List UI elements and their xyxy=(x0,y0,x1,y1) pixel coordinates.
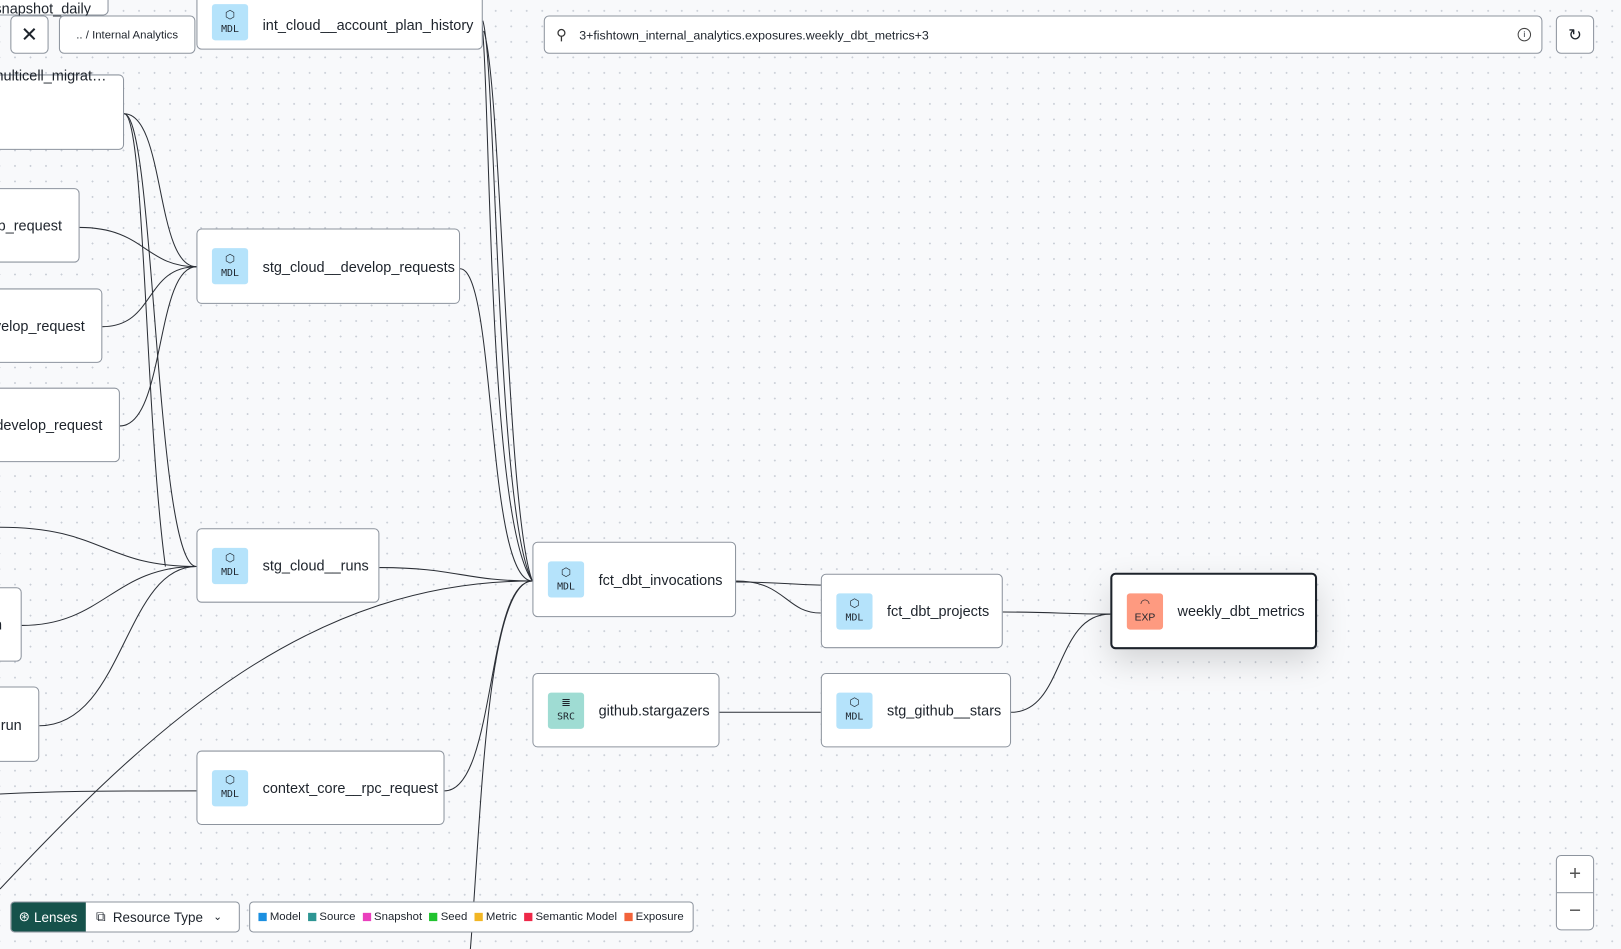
node-stg-cloud-runs[interactable]: ⬡MDL stg_cloud__runs xyxy=(196,528,380,603)
close-icon: ✕ xyxy=(20,23,39,47)
edge xyxy=(123,113,197,568)
edge xyxy=(0,580,533,890)
cube-icon: ⬡ xyxy=(849,597,860,610)
resource-type-legend: Model Source Snapshot Seed Metric Semantic Mo… xyxy=(249,901,694,933)
node-github-stargazers[interactable]: ≣SRC github.stargazers xyxy=(532,673,720,748)
exposure-badge: ◠EXP xyxy=(1126,592,1164,630)
model-badge: ⬡MDL xyxy=(211,547,249,584)
hierarchy-icon: ⧉ xyxy=(95,908,106,925)
info-icon[interactable]: i xyxy=(1517,27,1532,42)
model-badge: ⬡MDL xyxy=(211,769,249,806)
edge xyxy=(736,580,821,614)
model-badge: ⬡MDL xyxy=(836,692,873,729)
node-int-cloud-account-plan-history[interactable]: ⬡MDL int_cloud__account_plan_history xyxy=(196,0,483,50)
edge xyxy=(1011,613,1111,713)
node-develop-request-3[interactable]: .develop_request xyxy=(0,387,120,463)
legend-item: Seed xyxy=(429,911,467,923)
aperture-icon: ⊛ xyxy=(18,908,30,925)
legend-swatch xyxy=(258,912,267,922)
resource-type-dropdown[interactable]: ⧉Resource Type ⌄ xyxy=(95,908,222,925)
legend-label: Semantic Model xyxy=(535,910,618,924)
edge xyxy=(102,266,197,328)
breadcrumb[interactable]: .. / Internal Analytics xyxy=(58,15,196,54)
node-fct-dbt-invocations[interactable]: ⬡MDL fct_dbt_invocations xyxy=(532,541,737,618)
node-multicell-migration[interactable]: multicell_migrat… xyxy=(0,67,125,150)
zoom-out-button[interactable]: − xyxy=(1568,899,1582,923)
node-develop-request-1[interactable]: p_request xyxy=(0,188,80,263)
gauge-icon: ◠ xyxy=(1139,597,1150,610)
cube-icon: ⬡ xyxy=(561,566,571,579)
edge xyxy=(482,20,533,582)
node-run-2[interactable]: .run xyxy=(0,686,40,762)
refresh-button[interactable]: ↻ xyxy=(1555,15,1595,54)
legend-swatch xyxy=(474,912,483,922)
edge xyxy=(0,526,197,568)
cube-icon: ⬡ xyxy=(225,552,235,565)
legend-swatch xyxy=(308,912,317,922)
legend-item: Snapshot xyxy=(362,910,423,924)
database-icon: ≣ xyxy=(561,696,571,710)
edge xyxy=(1002,611,1111,615)
lenses-control: ⊛Lenses ⧉Resource Type ⌄ xyxy=(10,901,240,933)
legend-item: Model xyxy=(258,910,301,924)
legend-item: Source xyxy=(308,911,355,923)
legend-label: Source xyxy=(319,910,356,924)
edge xyxy=(124,113,197,268)
legend-swatch xyxy=(524,912,533,922)
node-snapshot-daily[interactable]: snapshot_daily xyxy=(0,0,109,17)
cube-icon: ⬡ xyxy=(849,696,860,710)
node-develop-request-2[interactable]: velop_request xyxy=(0,288,103,363)
node-run-1[interactable]: n xyxy=(0,587,22,662)
legend-label: Exposure xyxy=(635,910,684,924)
legend-item: Exposure xyxy=(624,910,684,924)
legend-swatch xyxy=(362,912,371,922)
edge xyxy=(119,266,197,427)
cube-icon: ⬡ xyxy=(225,8,235,22)
legend-label: Snapshot xyxy=(374,910,423,924)
edge xyxy=(444,580,533,792)
node-context-core-rpc-request[interactable]: ⬡MDL context_core__rpc_request xyxy=(196,750,445,825)
close-button[interactable]: ✕ xyxy=(10,15,49,54)
legend-item: Metric xyxy=(474,910,517,924)
node-stg-cloud-develop-requests[interactable]: ⬡MDL stg_cloud__develop_requests xyxy=(196,228,461,304)
refresh-icon: ↻ xyxy=(1568,26,1582,44)
model-badge: ⬡MDL xyxy=(836,592,873,630)
node-stg-github-stars[interactable]: ⬡MDL stg_github__stars xyxy=(820,673,1012,748)
legend-label: Model xyxy=(269,910,301,924)
edge xyxy=(21,566,197,626)
zoom-in-button[interactable]: + xyxy=(1556,856,1594,894)
model-badge: ⬡MDL xyxy=(211,4,249,41)
zoom-controls: + − xyxy=(1555,854,1595,931)
lenses-button[interactable]: ⊛Lenses xyxy=(11,902,86,932)
edge xyxy=(39,566,197,727)
legend-label: Metric xyxy=(485,910,517,924)
legend-label: Seed xyxy=(440,910,468,924)
search-input[interactable] xyxy=(577,26,1518,43)
edge xyxy=(379,567,533,582)
node-fct-dbt-projects[interactable]: ⬡MDL fct_dbt_projects xyxy=(820,573,1003,649)
legend-item: Semantic Model xyxy=(524,911,617,923)
legend-swatch xyxy=(429,912,438,922)
edge xyxy=(459,268,533,582)
edge xyxy=(480,15,533,582)
search-bar[interactable]: ⚲ i xyxy=(543,15,1543,54)
cube-icon: ⬡ xyxy=(225,252,235,266)
cube-icon: ⬡ xyxy=(225,774,235,787)
source-badge: ≣SRC xyxy=(547,692,585,729)
edge xyxy=(0,790,197,795)
model-badge: ⬡MDL xyxy=(547,561,585,598)
edge xyxy=(736,581,821,586)
chevron-down-icon: ⌄ xyxy=(213,911,222,923)
edge xyxy=(469,580,533,949)
search-icon: ⚲ xyxy=(556,25,567,43)
edge xyxy=(123,113,166,567)
edge xyxy=(79,226,197,268)
edge xyxy=(483,30,533,582)
node-weekly-dbt-metrics[interactable]: ◠EXP weekly_dbt_metrics xyxy=(1110,572,1318,650)
legend-swatch xyxy=(624,912,633,922)
model-badge: ⬡MDL xyxy=(211,248,249,285)
